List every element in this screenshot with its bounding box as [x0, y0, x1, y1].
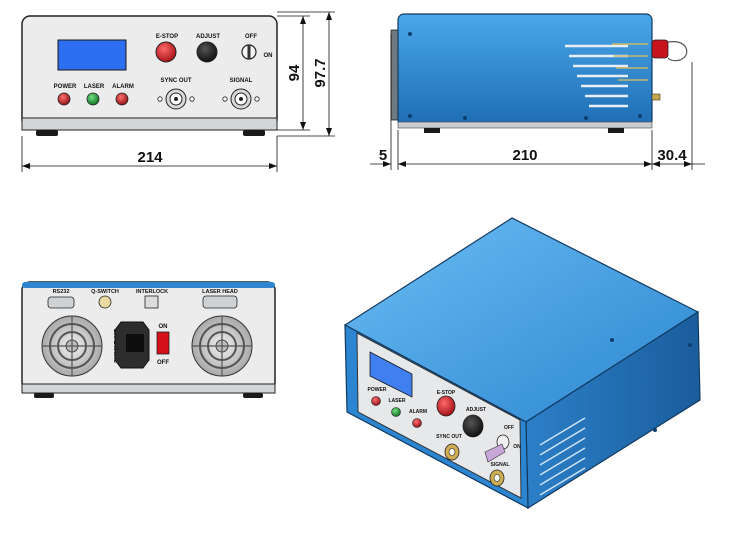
q-switch-connector[interactable] [98, 295, 112, 309]
laser-head-label: LASER HEAD [202, 289, 238, 295]
iso-screw [610, 338, 614, 342]
side-body [397, 13, 653, 127]
height-dimension: 94 [286, 64, 303, 81]
side-rear-rods [612, 43, 648, 81]
iso-sync-out-label: SYNC OUT [436, 434, 462, 440]
width-dimension: 214 [137, 149, 163, 166]
side-screw [463, 116, 467, 120]
rear-foot-right [243, 393, 263, 398]
laser-label: LASER [84, 84, 105, 90]
iso-key [484, 443, 506, 463]
rear-foot-left [34, 393, 54, 398]
iso-alarm-label: ALARM [409, 409, 427, 415]
laser-led [86, 92, 100, 106]
rear-offset-dimension: 30.4 [657, 147, 687, 164]
iso-signal-label: SIGNAL [491, 462, 510, 468]
on-label: ON [264, 53, 273, 59]
power-switch[interactable] [156, 331, 170, 355]
iso-laser-led [391, 407, 401, 417]
iso-adjust-knob[interactable] [462, 414, 484, 438]
iso-sync-out-connector[interactable] [444, 443, 460, 461]
side-screw [584, 116, 588, 120]
iso-alarm-led [412, 418, 422, 428]
iso-side-vents [539, 417, 586, 496]
signal-label: SIGNAL [230, 78, 253, 84]
front-panel [21, 15, 278, 129]
sync-out-connector[interactable] [157, 88, 195, 110]
rear-base [21, 383, 276, 394]
lcd-display [57, 39, 127, 71]
iso-lcd-display [369, 351, 413, 398]
iso-laser-label: LASER [389, 398, 406, 404]
side-view: 5 210 30.4 [370, 13, 705, 170]
iso-screw [653, 428, 657, 432]
laser-head-port[interactable] [202, 295, 238, 309]
right-fan-grille [191, 315, 253, 377]
key-slot [247, 45, 251, 59]
alarm-label: ALARM [112, 84, 134, 90]
left-fan-grille [41, 315, 103, 377]
ac-inlet[interactable] [114, 321, 150, 369]
adjust-knob[interactable] [196, 41, 218, 63]
front-base [21, 117, 278, 131]
side-foot-rear [608, 128, 624, 133]
q-switch-label: Q-SWITCH [91, 289, 119, 295]
iso-on-label: ON [513, 444, 521, 450]
rs232-label: RS232 [53, 289, 70, 295]
alarm-led [115, 92, 129, 106]
sync-out-label: SYNC OUT [160, 78, 191, 84]
interlock-label: INTERLOCK [136, 289, 168, 295]
power-switch-on-label: ON [159, 324, 168, 330]
front-offset-dimension: 5 [379, 147, 387, 164]
front-view: E-STOP ADJUST OFF ON POWER LASER ALARM S… [21, 11, 335, 172]
estop-label: E-STOP [156, 34, 178, 40]
depth-dimension: 210 [512, 147, 537, 164]
height-total-dimension: 97.7 [312, 58, 329, 87]
iso-off-label: OFF [504, 425, 514, 431]
side-foot-front [424, 128, 440, 133]
front-foot-right [243, 130, 265, 136]
signal-connector[interactable] [222, 88, 260, 110]
power-switch-off-label: OFF [157, 360, 169, 366]
rear-cable-loop [667, 41, 688, 62]
estop-button[interactable] [155, 41, 177, 63]
rear-view: RS232 Q-SWITCH INTERLOCK LASER HEAD 100-… [21, 281, 276, 398]
power-led [57, 92, 71, 106]
power-label: POWER [54, 84, 77, 90]
rear-bnc-stub [651, 93, 661, 101]
side-dimension-arrows [383, 161, 692, 167]
iso-power-label: POWER [368, 387, 387, 393]
front-foot-left [36, 130, 58, 136]
rear-connector-red [651, 39, 669, 59]
side-screw [408, 32, 412, 36]
side-screw [638, 114, 642, 118]
iso-power-led [371, 396, 381, 406]
isometric-view: POWER LASER ALARM E-STOP ADJUST OFF ON S… [343, 217, 701, 510]
interlock-port[interactable] [144, 295, 159, 309]
rear-top-band [22, 282, 275, 288]
rs232-port[interactable] [47, 296, 75, 309]
side-screw [408, 114, 412, 118]
iso-adjust-label: ADJUST [466, 407, 486, 413]
iso-estop-label: E-STOP [437, 390, 456, 396]
iso-screw [688, 343, 692, 347]
side-base [397, 121, 653, 129]
front-dimension-arrows [22, 12, 332, 169]
front-dimension-lines [21, 11, 335, 172]
iso-estop-button[interactable] [436, 395, 456, 417]
off-label: OFF [245, 34, 257, 40]
iso-signal-connector[interactable] [489, 469, 505, 487]
side-vent-slots [565, 44, 628, 108]
adjust-label: ADJUST [196, 34, 220, 40]
